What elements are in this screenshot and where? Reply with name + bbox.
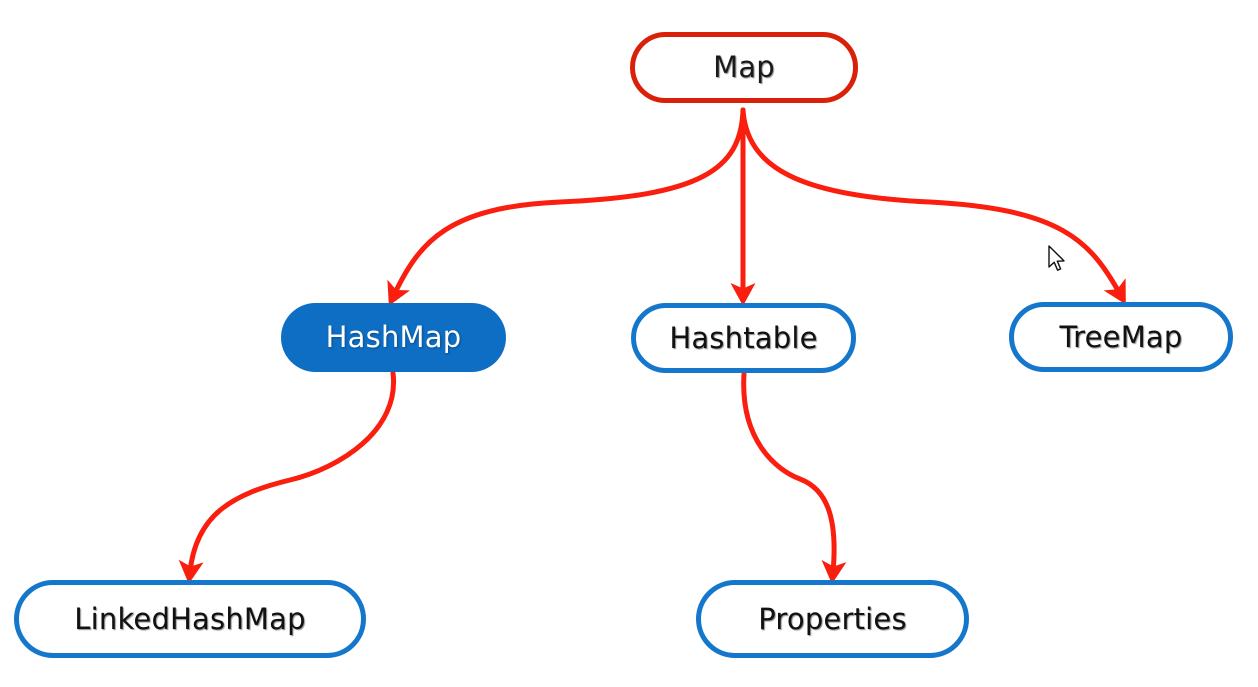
node-linkedhashmap-label: LinkedHashMap [74, 601, 306, 636]
node-hashtable[interactable]: Hashtable [631, 303, 856, 373]
edge-hashmap-linkedhashmap [178, 370, 397, 584]
edge-map-hashmap [387, 107, 746, 306]
edge-map-treemap [740, 107, 1126, 305]
node-hashmap[interactable]: HashMap [281, 303, 506, 372]
node-map[interactable]: Map [630, 32, 858, 103]
node-properties[interactable]: Properties [696, 580, 969, 658]
node-linkedhashmap[interactable]: LinkedHashMap [14, 580, 366, 658]
node-properties-label: Properties [758, 601, 907, 636]
node-hashtable-label: Hashtable [669, 320, 818, 355]
node-hashmap-label: HashMap [325, 320, 462, 354]
edge-hashtable-properties [741, 371, 847, 584]
node-treemap-label: TreeMap [1059, 319, 1183, 354]
node-map-label: Map [713, 50, 775, 84]
node-treemap[interactable]: TreeMap [1009, 302, 1233, 372]
